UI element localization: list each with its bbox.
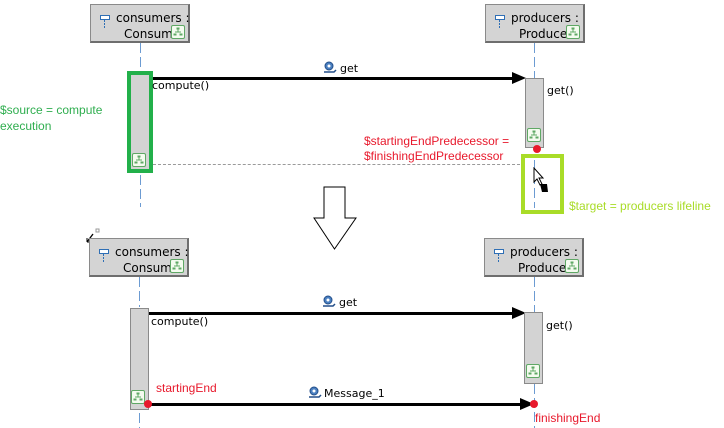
get-message[interactable] bbox=[153, 77, 513, 80]
source-annotation: $source = compute execution bbox=[0, 102, 102, 134]
arrowhead-icon bbox=[512, 307, 526, 319]
producers-lifeline[interactable] bbox=[534, 160, 535, 208]
get-message[interactable] bbox=[149, 312, 513, 315]
producers-lifeline-head[interactable]: producers : Produce bbox=[485, 4, 585, 43]
structure-icon bbox=[566, 25, 580, 39]
execution-label: compute() bbox=[151, 315, 209, 328]
consumers-lifeline[interactable] bbox=[139, 413, 140, 428]
predecessor-end-point bbox=[533, 145, 541, 153]
structure-icon bbox=[171, 25, 185, 39]
predecessor-annotation: $startingEndPredecessor = $finishingEndP… bbox=[364, 134, 509, 164]
finishing-end-point bbox=[530, 400, 538, 408]
structure-icon bbox=[526, 364, 540, 378]
lifeline-icon bbox=[494, 249, 504, 263]
finishing-end-label: finishingEnd bbox=[535, 411, 601, 425]
message-label: get bbox=[340, 62, 359, 75]
arrowhead-icon bbox=[512, 72, 526, 84]
lifeline-name: consumers : bbox=[115, 245, 189, 259]
compute-execution[interactable] bbox=[130, 308, 149, 410]
message-gear-icon bbox=[324, 61, 337, 73]
producers-lifeline[interactable] bbox=[534, 277, 535, 313]
annotation-line: $source = compute bbox=[0, 103, 103, 117]
execution-label: get() bbox=[546, 319, 573, 332]
producers-lifeline[interactable] bbox=[534, 43, 535, 78]
lifeline-icon bbox=[100, 15, 110, 29]
lifeline-type: Produce bbox=[518, 261, 566, 275]
structure-icon bbox=[527, 128, 541, 142]
target-annotation: $target = producers lifeline bbox=[569, 199, 711, 213]
structure-icon bbox=[131, 390, 145, 404]
consumers-lifeline-head[interactable]: consumers : Consume bbox=[89, 238, 189, 277]
lifeline-type: Consume bbox=[123, 261, 171, 275]
starting-end-point bbox=[144, 400, 152, 408]
producers-lifeline-head[interactable]: producers : Produce bbox=[484, 238, 584, 277]
message-label: get bbox=[339, 296, 358, 309]
lifeline-name: consumers : bbox=[116, 11, 190, 25]
message-gear-icon bbox=[323, 295, 336, 307]
lifeline-name: producers : bbox=[511, 11, 579, 25]
mouse-cursor-icon bbox=[533, 167, 548, 192]
consumers-lifeline[interactable] bbox=[140, 43, 141, 73]
lifeline-icon bbox=[99, 249, 109, 263]
lifeline-icon bbox=[495, 15, 505, 29]
transition-arrow-icon bbox=[313, 186, 357, 250]
starting-end-label: startingEnd bbox=[156, 381, 217, 395]
consumers-lifeline-head[interactable]: consumers : Consume bbox=[90, 4, 190, 43]
annotation-line: $finishingEndPredecessor bbox=[364, 149, 504, 163]
consumers-lifeline[interactable] bbox=[139, 277, 140, 307]
target-highlight bbox=[521, 154, 564, 214]
structure-icon bbox=[132, 153, 146, 167]
structure-icon bbox=[170, 259, 184, 273]
structure-icon bbox=[565, 259, 579, 273]
lifeline-type: Produce bbox=[519, 27, 567, 41]
message-gear-icon bbox=[309, 386, 322, 398]
message-label: Message_1 bbox=[324, 387, 385, 400]
compute-execution[interactable] bbox=[131, 75, 149, 169]
consumers-lifeline[interactable] bbox=[140, 175, 141, 207]
lifeline-name: producers : bbox=[510, 245, 578, 259]
source-highlight bbox=[127, 71, 153, 173]
creation-feedback-line bbox=[153, 164, 525, 165]
lifeline-type: Consume bbox=[124, 27, 172, 41]
execution-label: get() bbox=[547, 84, 574, 97]
annotation-line: execution bbox=[0, 119, 52, 133]
execution-label: compute() bbox=[152, 79, 210, 92]
message-1[interactable] bbox=[149, 403, 524, 406]
annotation-line: $startingEndPredecessor = bbox=[364, 134, 510, 148]
